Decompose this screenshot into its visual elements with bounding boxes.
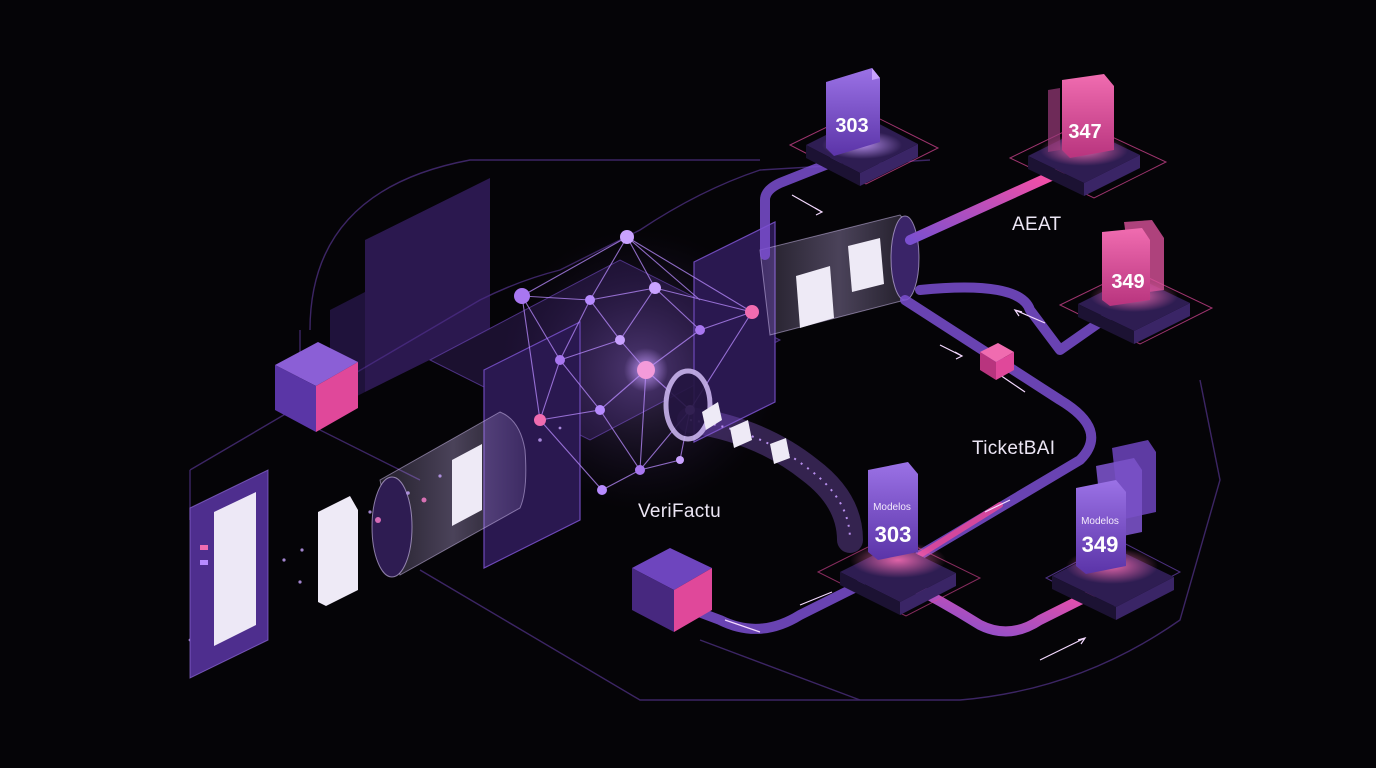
form-station-349-bottom: Modelos 349 — [1044, 440, 1182, 620]
data-cube-bottom — [632, 548, 712, 632]
document-icon — [452, 444, 482, 526]
background-platform — [189, 159, 1221, 701]
label-verifactu: VeriFactu — [638, 501, 721, 522]
form-number: 347 — [1068, 121, 1101, 143]
data-cube-left — [275, 342, 358, 432]
form-caption: Modelos — [873, 502, 911, 513]
data-cube-small — [980, 343, 1014, 380]
flow-path-ticketbai — [900, 295, 1097, 560]
form-number: 303 — [835, 115, 868, 137]
label-ticketbai: TicketBAI — [972, 438, 1055, 459]
label-aeat: AEAT — [1012, 214, 1062, 235]
form-station-349-top: 349 — [1058, 220, 1214, 345]
document-icon — [702, 402, 722, 430]
form-number: 303 — [875, 522, 912, 547]
document-flow-path — [677, 407, 863, 553]
flow-path-to-349-top — [915, 282, 1115, 355]
form-station-303-top: 303 — [788, 68, 940, 186]
document-icon — [318, 496, 358, 606]
flow-path-bottom — [635, 580, 865, 634]
input-panel-left — [189, 469, 269, 679]
flow-path-to-347 — [905, 167, 1065, 245]
network-nodes — [514, 230, 759, 495]
document-icon — [848, 238, 884, 292]
form-number: 349 — [1082, 532, 1119, 557]
form-station-347: 347 — [1008, 74, 1168, 199]
document-icon — [796, 266, 834, 328]
form-station-303-bottom: Modelos 303 — [816, 462, 982, 617]
flow-path-to-303-top — [760, 155, 843, 260]
document-icon — [730, 420, 752, 448]
hub-ring-connector — [663, 368, 713, 442]
output-tube — [759, 214, 920, 336]
flow-paths — [635, 155, 1115, 637]
form-number: 349 — [1111, 271, 1144, 293]
document-icon — [770, 438, 790, 464]
form-caption: Modelos — [1081, 516, 1119, 527]
flow-arrows — [724, 194, 1087, 661]
translucent-panel — [365, 178, 490, 392]
